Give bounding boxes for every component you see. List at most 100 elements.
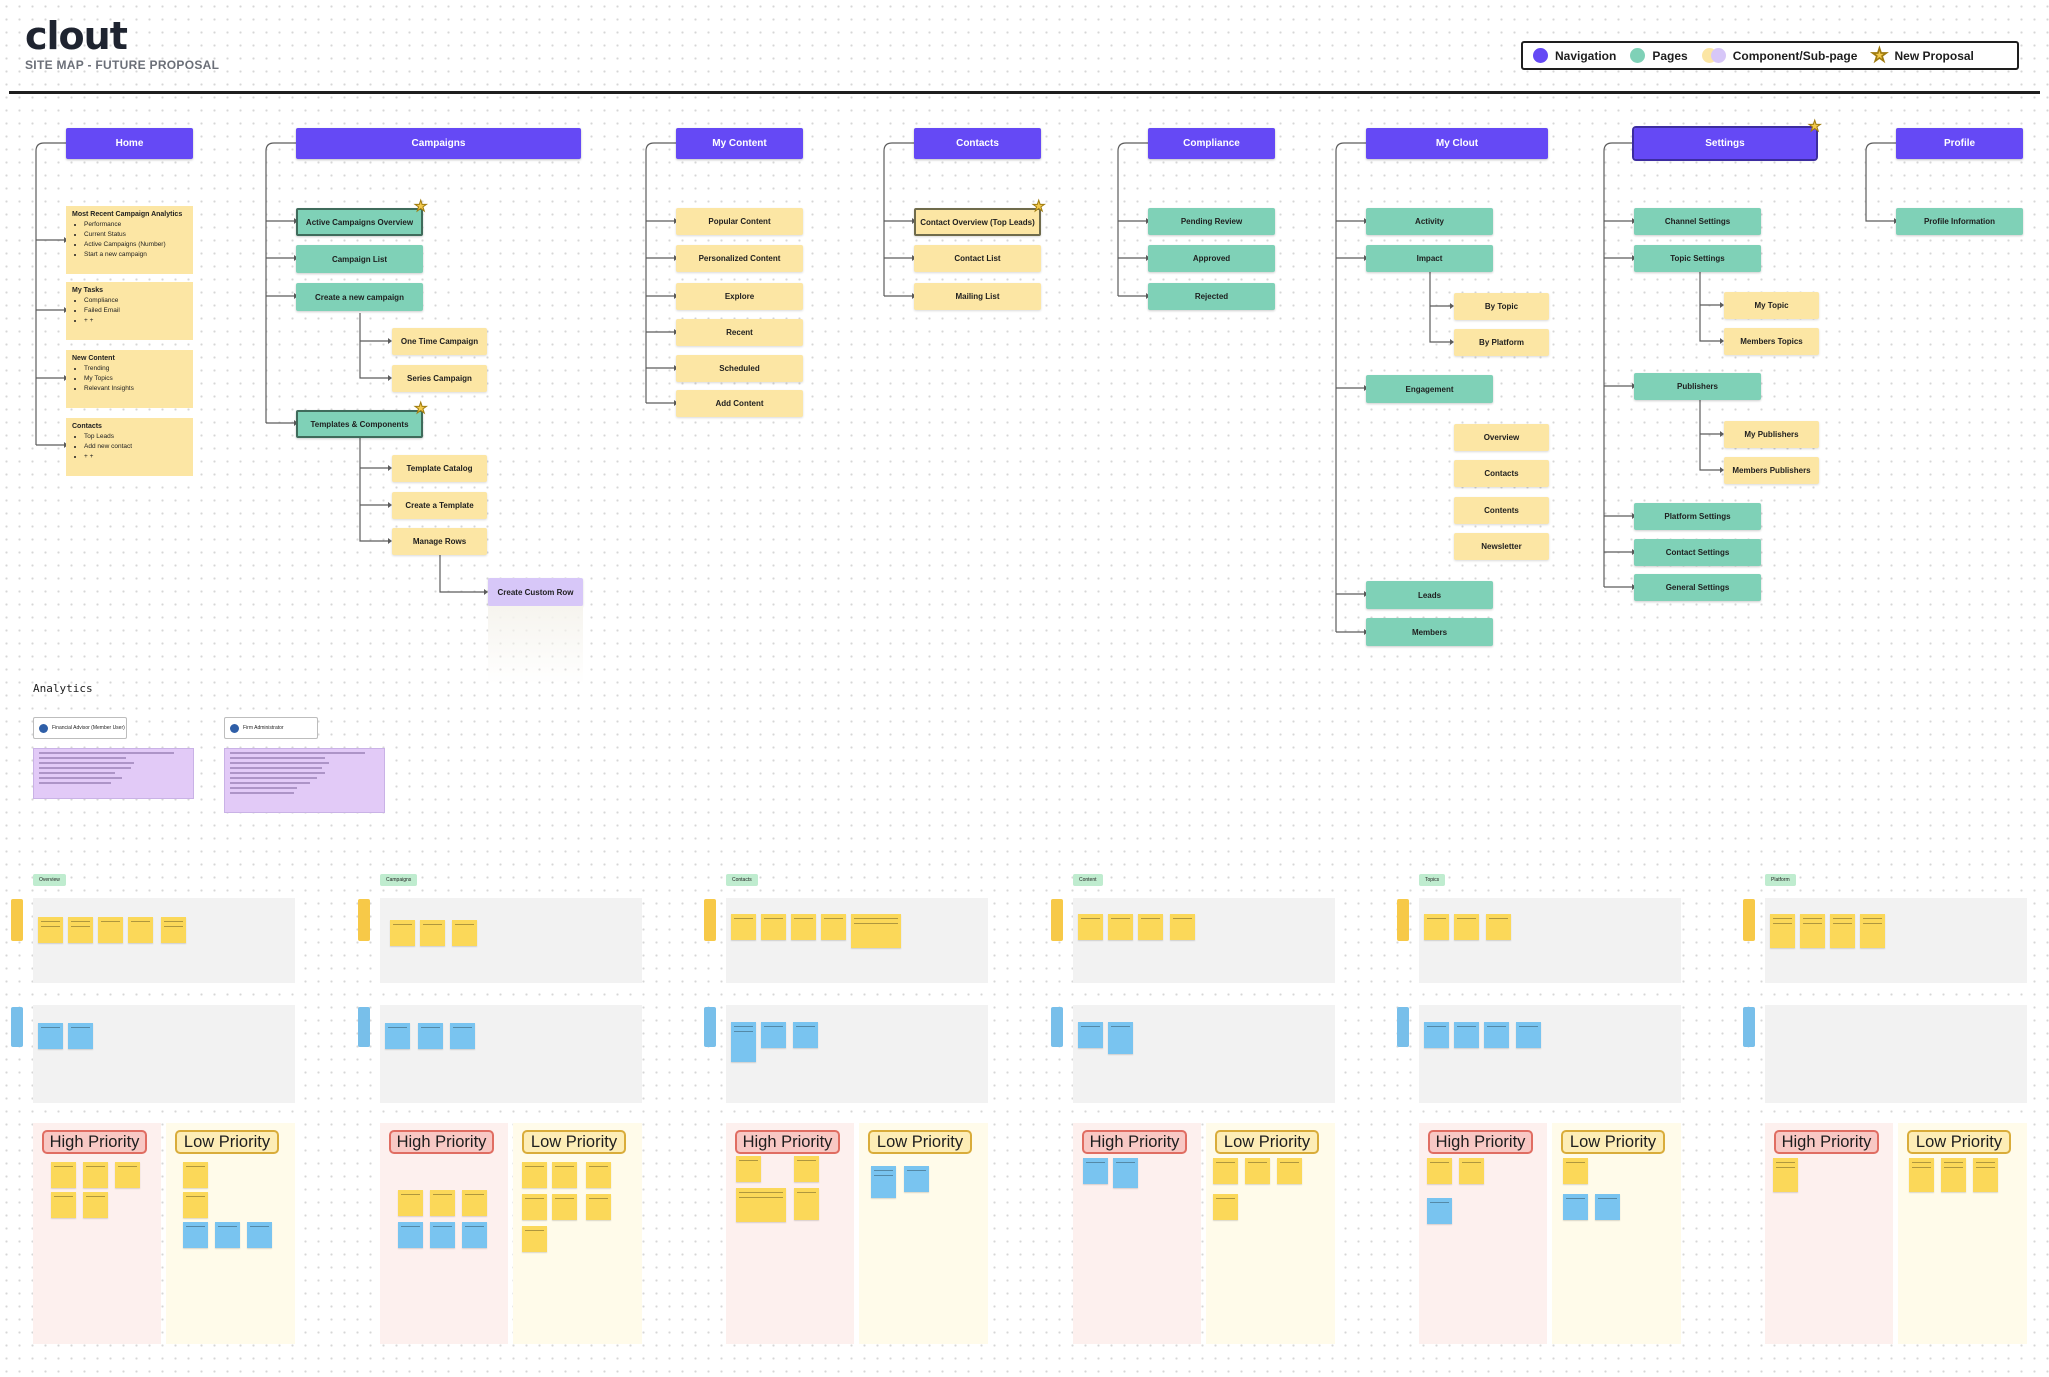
page-contact-settings: Contact Settings (1634, 539, 1761, 566)
sticky-note (1277, 1158, 1302, 1184)
section-tag: Topics (1419, 874, 1446, 886)
sticky-note (1213, 1158, 1238, 1184)
low-priority-area (1552, 1123, 1681, 1344)
sticky-note (731, 1022, 756, 1062)
high-priority-tag: High Priority (1082, 1130, 1187, 1154)
sticky-note (1424, 914, 1449, 940)
actions-lane (380, 1005, 642, 1103)
subpage-by-platform: By Platform (1454, 329, 1549, 356)
board-section-topics: Topics High Priority Low Priority (1397, 874, 1681, 1344)
sticky-note (791, 914, 816, 940)
sticky-note (215, 1222, 240, 1248)
sticky-note (731, 914, 756, 940)
page-engagement: Engagement (1366, 375, 1493, 403)
subpage-create-template: Create a Template (392, 492, 487, 519)
legend-item-navigation: Navigation (1533, 48, 1616, 63)
subpage-newsletter: Newsletter (1454, 533, 1549, 560)
home-note-contacts: Contacts Top LeadsAdd new contact+ + (66, 418, 193, 476)
persona-name: Firm Administrator (243, 725, 284, 731)
note-item: Add new contact (84, 442, 187, 452)
user-story-card (224, 748, 385, 813)
subpage-template-catalog: Template Catalog (392, 455, 487, 482)
actions-lane (1419, 1005, 1681, 1103)
high-priority-area (1419, 1123, 1547, 1344)
sticky-note (1083, 1158, 1108, 1184)
home-note-campaign-analytics: Most Recent Campaign Analytics Performan… (66, 206, 193, 274)
sticky-note (871, 1166, 896, 1198)
subpage-contact-list: Contact List (914, 245, 1041, 272)
board-section-overview: Overview High Priority Low Priority (11, 874, 295, 1344)
sticky-note (430, 1190, 455, 1216)
sticky-note (1973, 1158, 1998, 1192)
sticky-note (1563, 1158, 1588, 1184)
sticky-note (398, 1222, 423, 1248)
sticky-note (183, 1192, 208, 1218)
sticky-note (462, 1190, 487, 1216)
sticky-note (1424, 1022, 1449, 1048)
section-tag: Overview (33, 874, 66, 886)
low-priority-area (859, 1123, 988, 1344)
note-item: Failed Email (84, 306, 187, 316)
lane-label-activities (1051, 899, 1063, 941)
new-proposal-star-icon: ★ (413, 198, 428, 215)
sticky-note (736, 1188, 786, 1222)
user-story-card (33, 748, 194, 799)
nav-campaigns: Campaigns (296, 128, 581, 159)
custom-row-shadow (488, 606, 583, 684)
sticky-note (247, 1222, 272, 1248)
low-priority-tag: Low Priority (522, 1130, 626, 1154)
low-priority-area (1206, 1123, 1335, 1344)
legend-item-pages: Pages (1630, 48, 1688, 63)
page-platform-settings: Platform Settings (1634, 503, 1761, 530)
nav-my-content: My Content (676, 128, 803, 159)
subpage-scheduled: Scheduled (676, 355, 803, 382)
page-create-campaign: Create a new campaign (296, 283, 423, 311)
sticky-note (51, 1162, 76, 1188)
activities-lane (1419, 898, 1681, 983)
low-priority-tag: Low Priority (1215, 1130, 1319, 1154)
subpage-members-topics: Members Topics (1724, 328, 1819, 355)
sticky-note (51, 1192, 76, 1218)
sticky-note (794, 1188, 819, 1220)
legend-label: New Proposal (1894, 48, 1974, 63)
sticky-note (1078, 1022, 1103, 1048)
high-priority-tag: High Priority (389, 1130, 494, 1154)
sticky-note (83, 1192, 108, 1218)
note-item: + + (84, 316, 187, 326)
lane-label-actions (358, 1007, 370, 1047)
home-note-my-tasks: My Tasks ComplianceFailed Email+ + (66, 282, 193, 340)
sticky-note (552, 1194, 577, 1220)
sticky-note (586, 1194, 611, 1220)
nav-contacts: Contacts (914, 128, 1041, 159)
subpage-by-topic: By Topic (1454, 293, 1549, 320)
page-campaign-list: Campaign List (296, 245, 423, 273)
sticky-note (1245, 1158, 1270, 1184)
subpage-mailing-list: Mailing List (914, 283, 1041, 310)
component-dot-icon (1701, 48, 1726, 63)
sticky-note (38, 1023, 63, 1049)
new-proposal-star-icon: ★ (1807, 118, 1822, 135)
persona-name: Financial Advisor (Member User) (52, 725, 125, 731)
sticky-note (522, 1226, 547, 1252)
sticky-note (522, 1194, 547, 1220)
actions-lane (1765, 1005, 2027, 1103)
note-item: Start a new campaign (84, 250, 187, 260)
sticky-note (98, 917, 123, 943)
sticky-note (38, 917, 63, 943)
sticky-note (161, 917, 186, 943)
sticky-note (115, 1162, 140, 1188)
high-priority-area (1765, 1123, 1893, 1344)
sticky-note (1213, 1194, 1238, 1220)
sticky-note (793, 1022, 818, 1048)
sticky-note (1830, 914, 1855, 948)
subpage-contents: Contents (1454, 497, 1549, 524)
sticky-note (1108, 1022, 1133, 1054)
subpage-create-custom-row: Create Custom Row (488, 578, 583, 606)
clout-logo: clout SITE MAP - FUTURE PROPOSAL (25, 16, 219, 72)
lane-label-activities (358, 899, 370, 941)
board-section-contacts: Contacts High Priority Low Priority (704, 874, 988, 1344)
page-leads: Leads (1366, 581, 1493, 609)
sticky-note (1770, 914, 1795, 948)
page-general-settings: General Settings (1634, 574, 1761, 601)
